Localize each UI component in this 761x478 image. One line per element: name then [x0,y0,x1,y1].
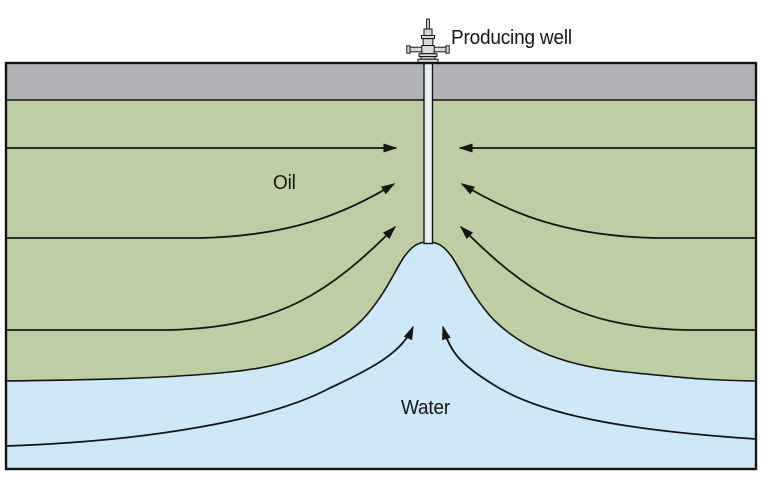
flow-arrow-water-left [5,325,414,447]
cap-rock-layer [6,63,756,100]
flow-arrow-oil-right-lower [459,225,756,331]
water-zone-label: Water [401,397,451,419]
flow-arrow-oil-right-middle [460,183,756,239]
diagram-border [4,61,758,471]
wellhead-icon [406,18,450,64]
producing-well-label: Producing well [451,27,572,49]
flow-arrow-oil-left-middle [6,183,396,239]
well [406,18,450,245]
oil-zone-label: Oil [273,172,296,194]
flow-arrow-oil-left-lower [6,225,397,331]
oil-flow-arrows [6,143,756,331]
well-casing [423,61,434,245]
flow-arrow-water-right [442,325,757,440]
water-flow-arrows [5,325,757,447]
water-zone [6,242,756,469]
